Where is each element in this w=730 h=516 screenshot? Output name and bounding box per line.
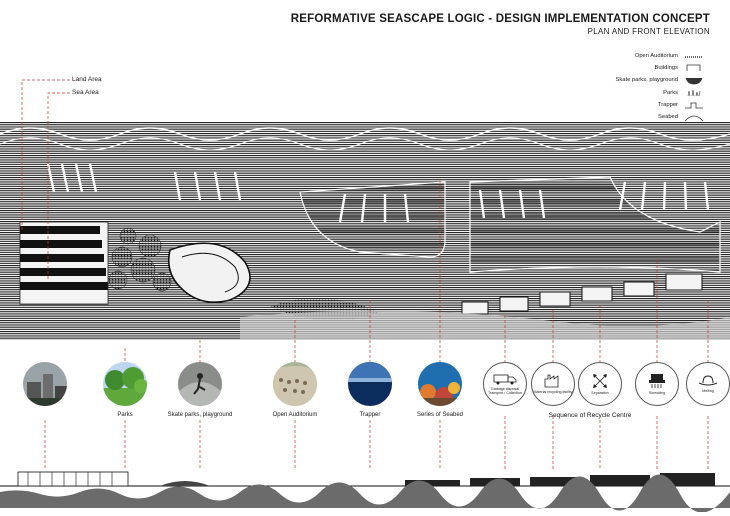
feature-parks: Parks — [85, 362, 165, 418]
feature-skate: Skate parks, playground — [160, 362, 240, 418]
legend-label: Parks — [663, 89, 678, 96]
recycle-step-facility: Material recycling facility — [523, 362, 583, 406]
recycle-step-separation: Separation — [570, 362, 630, 406]
legend-row-trapper: Trapper — [554, 100, 704, 111]
feature-label: Skate parks, playground — [167, 412, 233, 418]
trapper-photo — [348, 362, 392, 406]
legend-row-buildings: Buildings — [554, 62, 704, 73]
park-photo — [103, 362, 147, 406]
recycle-step-label: Garbage disposal Transport / Collection — [487, 386, 523, 395]
feature-trapper: Trapper — [330, 362, 410, 418]
auditorium-photo — [273, 362, 317, 406]
sea-area-label: Sea Area — [72, 89, 99, 96]
feature-label: Series of Seabed — [416, 412, 464, 418]
legend-row-auditorium: Open Auditorium — [554, 50, 704, 61]
recycle-step-label: Melting — [702, 388, 714, 393]
separation-arrows-icon — [593, 373, 607, 388]
legend-label: Buildings — [654, 64, 678, 71]
park-icon — [684, 88, 704, 97]
hat-melting-icon — [698, 375, 718, 386]
auditorium-icon — [684, 51, 704, 60]
seabed-photo — [418, 362, 462, 406]
feature-label: Parks — [117, 412, 133, 418]
buildings-photo — [23, 362, 67, 406]
feature-label: Trapper — [359, 412, 381, 418]
legend-label: Trapper — [657, 102, 678, 109]
legend-row-skate: Skate parks, playground — [554, 75, 704, 86]
front-elevation — [0, 471, 730, 512]
recycle-step-shredding: Shredding — [627, 362, 687, 406]
land-area-label: Land Area — [72, 76, 102, 83]
feature-label: Open Auditorium — [272, 412, 318, 418]
factory-icon — [544, 374, 559, 388]
recycle-step-label: Material recycling facility — [533, 389, 573, 394]
feature-buildings — [5, 362, 85, 412]
legend-label: Skate parks, playground — [615, 77, 678, 84]
legend-row-parks: Parks — [554, 87, 704, 98]
feature-auditorium: Open Auditorium — [255, 362, 335, 418]
recycle-step-label: Separation — [591, 390, 609, 395]
skate-photo — [178, 362, 222, 406]
page-subtitle: PLAN AND FRONT ELEVATION — [587, 27, 710, 36]
shredder-icon — [649, 373, 665, 388]
recycle-step-melting: Melting — [678, 362, 730, 406]
legend: Open Auditorium Buildings Skate parks, p… — [554, 50, 704, 124]
recycle-sequence-caption: Sequence of Recycle Centre — [548, 412, 632, 419]
skate-park-icon — [684, 76, 704, 85]
legend-row-seabed: Seabed — [554, 112, 704, 123]
recycle-step-label: Shredding — [648, 390, 666, 395]
truck-icon — [493, 374, 517, 385]
legend-label: Seabed — [658, 114, 678, 121]
site-plan — [0, 122, 730, 340]
seabed-icon — [684, 113, 704, 122]
feature-seabed: Series of Seabed — [400, 362, 480, 418]
recycle-step-transport: Garbage disposal Transport / Collection — [475, 362, 535, 406]
trapper-icon — [684, 101, 704, 110]
legend-label: Open Auditorium — [634, 52, 678, 59]
building-icon — [684, 63, 704, 72]
page-title: REFORMATIVE SEASCAPE LOGIC - DESIGN IMPL… — [290, 13, 710, 25]
